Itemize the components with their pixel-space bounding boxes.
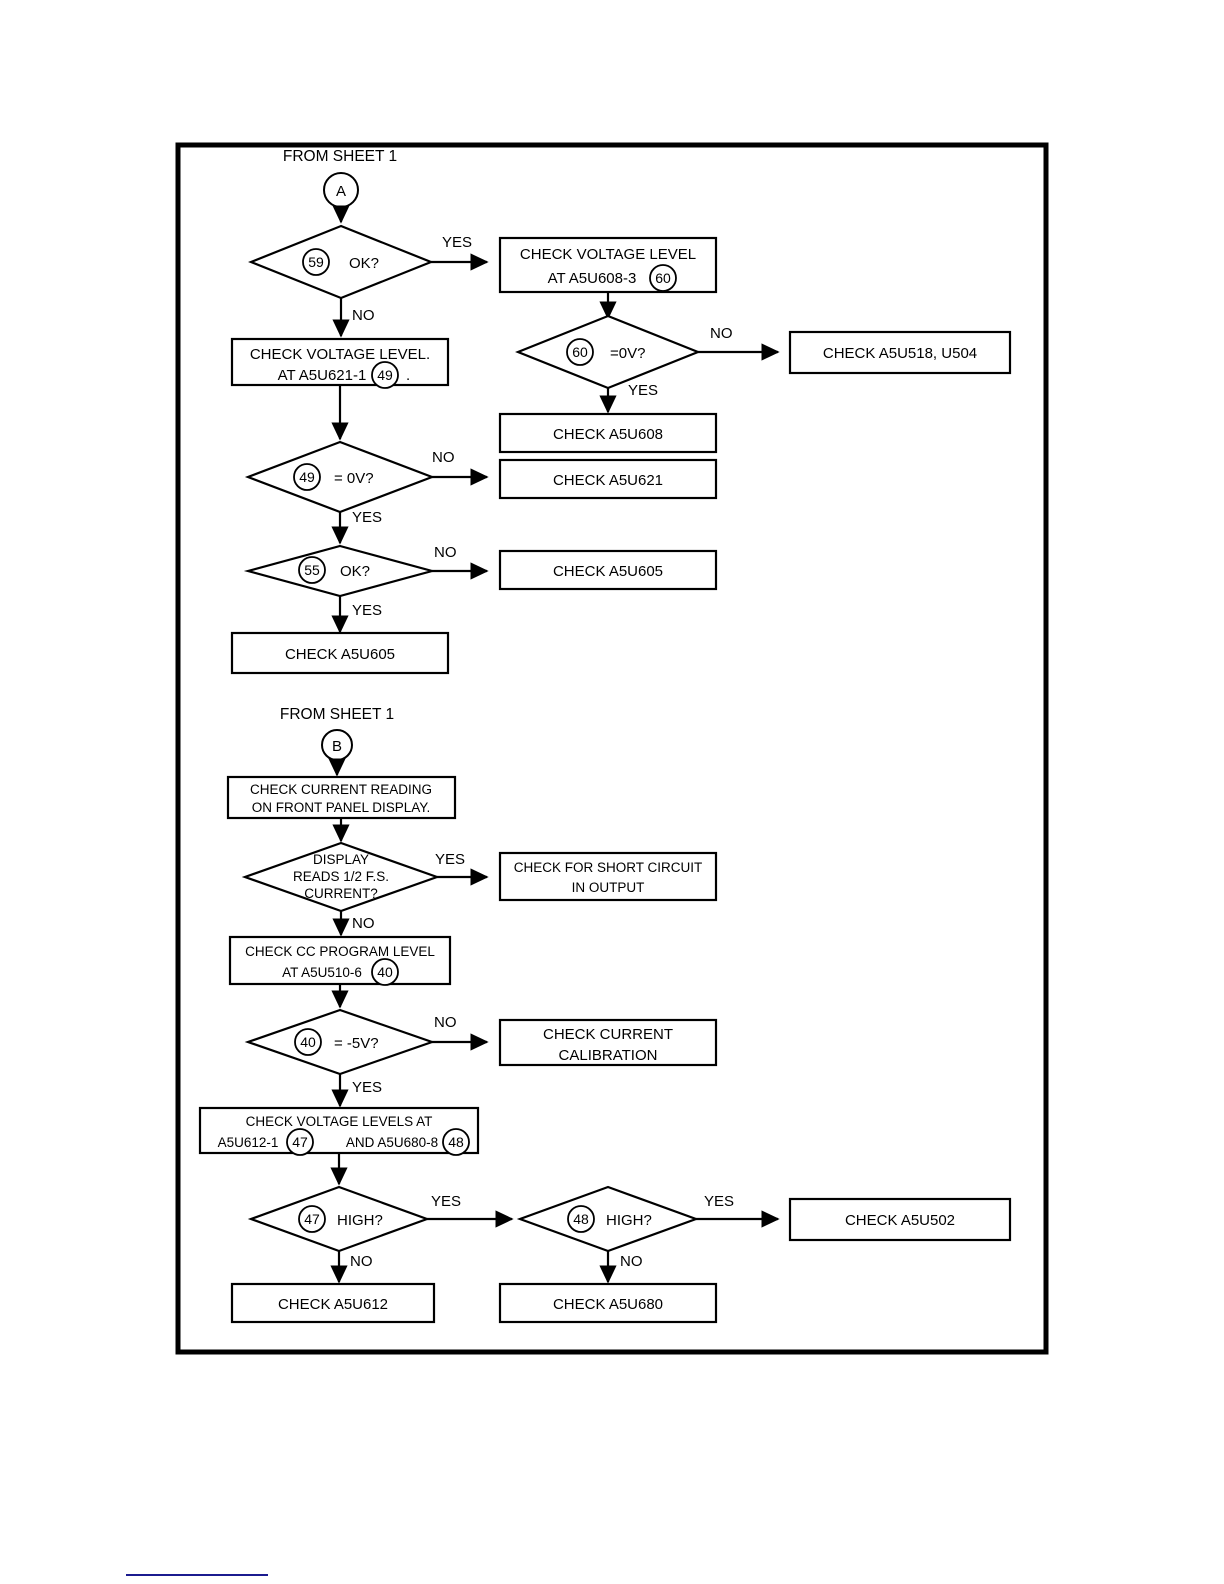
box-check-a5u518-u504	[788, 330, 1012, 375]
decision-59-ok	[248, 224, 434, 300]
connector-a-label: A	[336, 183, 346, 200]
box-check-a5u605-right	[498, 549, 718, 591]
from-sheet-1-b-label: FROM SHEET 1	[280, 706, 394, 723]
ref-circle-48	[567, 1205, 595, 1233]
box-621-label: CHECK A5U621	[553, 472, 663, 489]
edge-label-yes-1: YES	[442, 234, 472, 251]
ref-circle-48-box	[442, 1128, 470, 1156]
ref-circle-49	[293, 463, 321, 491]
ref-circle-55	[298, 556, 326, 584]
edge-label-yes-4: YES	[352, 602, 382, 619]
box-621-1-line2: AT A5U621-1	[278, 367, 367, 384]
box-502-label: CHECK A5U502	[845, 1212, 955, 1229]
box-612-label: CHECK A5U612	[278, 1296, 388, 1313]
ref-circle-47	[298, 1205, 326, 1233]
box-cc-line1: CHECK CC PROGRAM LEVEL	[245, 944, 435, 959]
edge-label-no-6: NO	[434, 1014, 457, 1031]
ref-40-label: 40	[300, 1034, 316, 1050]
ref-49-label: 49	[299, 469, 315, 485]
decision-60-0v	[515, 314, 701, 390]
ref-49-box-label: 49	[377, 367, 393, 383]
decision-47-text: HIGH?	[337, 1212, 383, 1229]
box-608-3-line2: AT A5U608-3	[548, 270, 637, 287]
box-621-1-line1: CHECK VOLTAGE LEVEL.	[250, 346, 430, 363]
decision-60-text: =0V?	[610, 345, 645, 362]
box-cal-line1: CHECK CURRENT	[543, 1026, 673, 1043]
ddisp-line3: CURRENT?	[304, 886, 378, 901]
box-621-1-dot: .	[406, 367, 410, 384]
ref-48-box-label: 48	[448, 1134, 464, 1150]
box-cal-line2: CALIBRATION	[559, 1047, 658, 1064]
edge-label-no-1: NO	[352, 307, 375, 324]
box-lev-line2b: AND A5U680-8	[346, 1135, 438, 1150]
ref-48-label: 48	[573, 1211, 589, 1227]
box-608-label: CHECK A5U608	[553, 426, 663, 443]
decision-55-text: OK?	[340, 563, 370, 580]
box-check-a5u680	[498, 1282, 718, 1324]
ref-circle-40-box	[371, 958, 399, 986]
edge-label-no-4: NO	[434, 544, 457, 561]
box-read-line2: ON FRONT PANEL DISPLAY.	[252, 800, 431, 815]
edge-label-no-3: NO	[432, 449, 455, 466]
box-lev-line2a: A5U612-1	[218, 1135, 279, 1150]
ref-circle-60	[566, 338, 594, 366]
box-check-current-calibration	[498, 1018, 718, 1067]
box-read-line1: CHECK CURRENT READING	[250, 782, 432, 797]
box-608-3-line1: CHECK VOLTAGE LEVEL	[520, 246, 696, 263]
box-check-a5u621	[498, 458, 718, 500]
box-check-a5u605-left	[230, 631, 450, 675]
ref-circle-47-box	[286, 1128, 314, 1156]
edge-label-yes-2: YES	[628, 382, 658, 399]
ref-40-box-label: 40	[377, 964, 393, 980]
box-check-a5u502	[788, 1197, 1012, 1242]
box-check-a5u612	[230, 1282, 436, 1324]
edge-label-no-8: NO	[620, 1253, 643, 1270]
box-check-cc-program-level	[228, 935, 452, 986]
decision-40-text: = -5V?	[334, 1035, 379, 1052]
ddisp-line2: READS 1/2 F.S.	[293, 869, 389, 884]
box-518-label: CHECK A5U518, U504	[823, 345, 977, 362]
box-check-a5u608	[498, 412, 718, 454]
ref-60-box-label: 60	[655, 270, 671, 286]
box-check-short-circuit	[498, 851, 718, 902]
edge-label-yes-7: YES	[431, 1193, 461, 1210]
decision-59-text: OK?	[349, 255, 379, 272]
edge-label-yes-6: YES	[352, 1079, 382, 1096]
ref-circle-59	[302, 248, 330, 276]
diagram-frame	[175, 142, 1049, 1355]
edge-label-yes-8: YES	[704, 1193, 734, 1210]
edge-label-no-7: NO	[350, 1253, 373, 1270]
box-605a-label: CHECK A5U605	[553, 563, 663, 580]
connector-b-label: B	[332, 738, 342, 755]
ref-47-label: 47	[304, 1211, 320, 1227]
ref-60-label: 60	[572, 344, 588, 360]
box-short-line1: CHECK FOR SHORT CIRCUIT	[514, 860, 703, 875]
ref-47-box-label: 47	[292, 1134, 308, 1150]
box-check-voltage-a5u608-3	[498, 236, 718, 294]
edge-label-no-5: NO	[352, 915, 375, 932]
ref-circle-60-box	[649, 264, 677, 292]
box-cc-line2: AT A5U510-6	[282, 965, 362, 980]
edge-label-no-2: NO	[710, 325, 733, 342]
ref-59-label: 59	[308, 254, 324, 270]
edge-label-yes-5: YES	[435, 851, 465, 868]
ref-circle-49-box	[371, 361, 399, 389]
from-sheet-1-a-label: FROM SHEET 1	[283, 148, 397, 165]
box-short-line2: IN OUTPUT	[572, 880, 645, 895]
edge-label-yes-3: YES	[352, 509, 382, 526]
decision-48-text: HIGH?	[606, 1212, 652, 1229]
box-680-label: CHECK A5U680	[553, 1296, 663, 1313]
ref-circle-40	[294, 1028, 322, 1056]
ddisp-line1: DISPLAY	[313, 852, 369, 867]
decision-49-text: = 0V?	[334, 470, 374, 487]
box-lev-line1: CHECK VOLTAGE LEVELS AT	[246, 1114, 433, 1129]
ref-55-label: 55	[304, 562, 320, 578]
box-605b-label: CHECK A5U605	[285, 646, 395, 663]
